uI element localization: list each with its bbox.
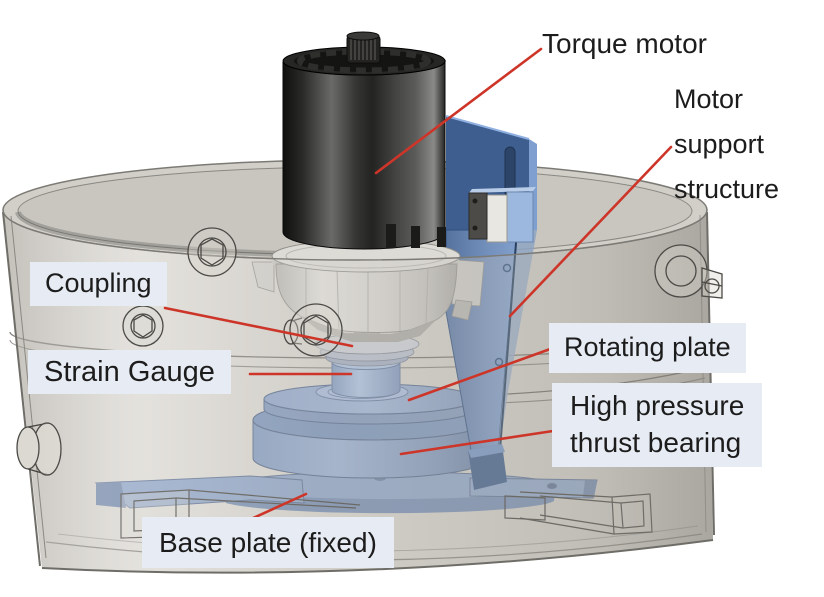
label-motor-support-structure: Motor support structure <box>674 84 780 205</box>
left-port-fitting <box>16 422 62 476</box>
leader-lines <box>163 47 673 521</box>
right-port-fitting <box>654 244 723 299</box>
leader-line-rotating-plate <box>407 346 555 402</box>
vessel-front-wall <box>3 210 713 573</box>
label-base-plate: Base plate (fixed) <box>142 517 394 568</box>
label-thrust-bearing: High pressure thrust bearing <box>552 383 763 467</box>
label-strain-gauge: Strain Gauge <box>28 350 231 395</box>
label-torque-motor: Torque motor <box>542 28 707 59</box>
leader-line-thrust-bearing <box>399 429 555 456</box>
label-coupling: Coupling <box>30 262 167 306</box>
vessel-edges <box>2 209 715 574</box>
wall-bolt-1 <box>187 227 237 277</box>
leader-line-base-plate <box>249 492 308 521</box>
leader-line-motor-support <box>508 145 673 318</box>
torque-motor-part <box>282 31 446 250</box>
leader-line-torque-motor <box>374 47 543 175</box>
wall-bolt-2 <box>122 305 164 347</box>
motor-connector-box <box>468 187 536 243</box>
motor-knob <box>346 31 381 64</box>
leader-line-coupling <box>163 306 354 348</box>
label-rotating-plate: Rotating plate <box>549 323 746 373</box>
